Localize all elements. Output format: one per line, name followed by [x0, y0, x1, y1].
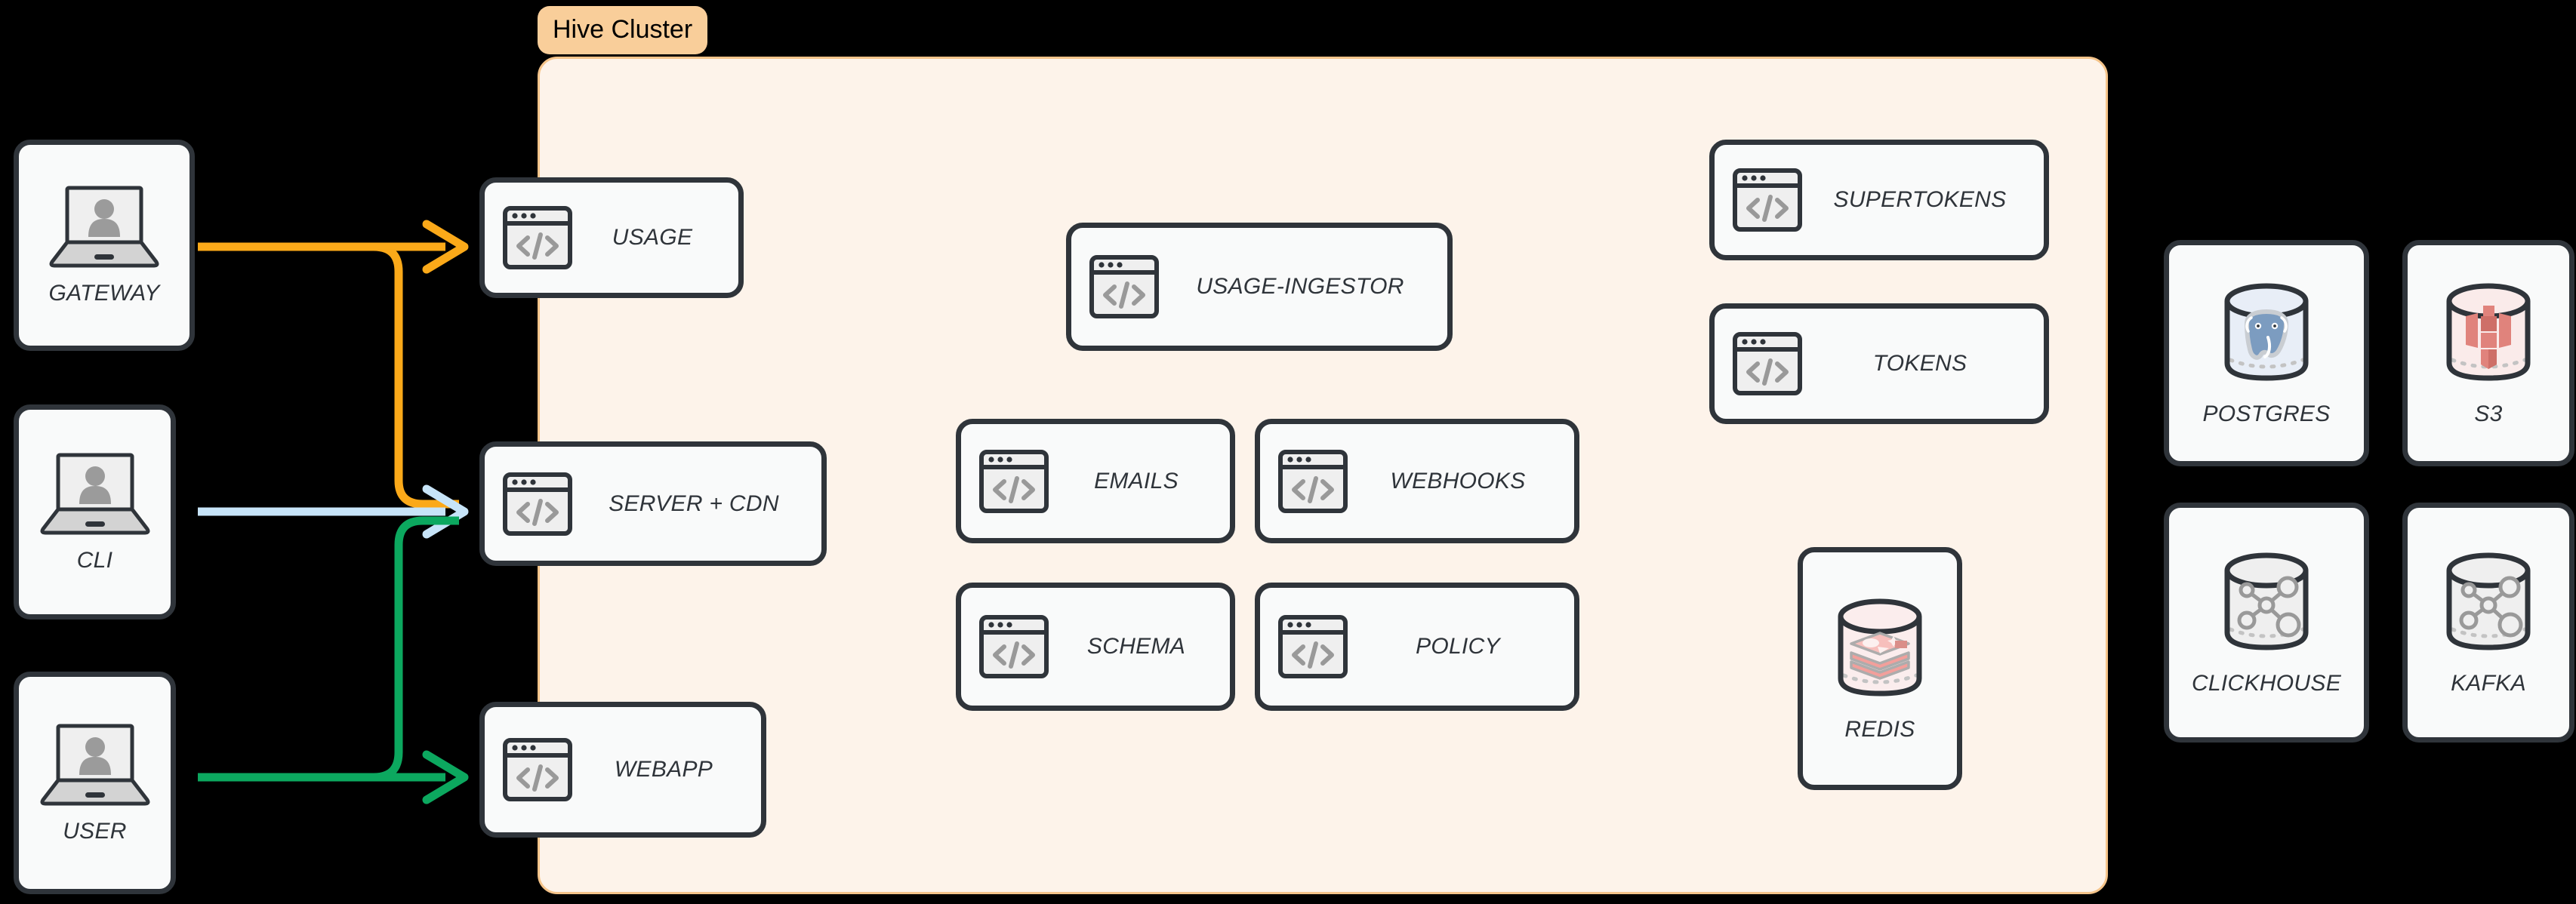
node-label: POLICY [1416, 634, 1500, 659]
code-window-icon [1278, 615, 1348, 678]
node-label: WEBHOOKS [1390, 468, 1526, 494]
node-label: S3 [2474, 401, 2503, 426]
node-supertokens[interactable]: SUPERTOKENS [1709, 140, 2049, 260]
node-s3[interactable]: S3 [2402, 240, 2574, 466]
node-clickhouse[interactable]: CLICKHOUSE [2164, 503, 2369, 743]
hive-cluster-label: Hive Cluster [538, 6, 708, 54]
node-policy[interactable]: POLICY [1255, 583, 1579, 711]
node-webapp[interactable]: WEBAPP [479, 702, 766, 838]
node-tokens[interactable]: TOKENS [1709, 303, 2049, 424]
node-gateway[interactable]: GATEWAY [14, 140, 195, 351]
code-window-icon [979, 449, 1049, 513]
node-label: REDIS [1844, 716, 1915, 742]
node-cli[interactable]: CLI [14, 404, 176, 620]
laptop-user-icon [40, 724, 149, 805]
arrowhead-user-to-webapp [422, 750, 469, 804]
redis-cylinder-icon [1838, 598, 1922, 696]
node-kafka[interactable]: KAFKA [2402, 503, 2574, 743]
node-usage-ingestor[interactable]: USAGE-INGESTOR [1066, 223, 1453, 351]
laptop-user-icon [49, 186, 159, 268]
postgres-cylinder-icon [2224, 283, 2309, 380]
node-label: USER [63, 818, 127, 844]
node-label: GATEWAY [48, 281, 160, 306]
node-label: SUPERTOKENS [1833, 187, 2007, 212]
node-label: KAFKA [2451, 670, 2526, 696]
code-window-icon [503, 472, 572, 536]
node-label: SERVER + CDN [609, 490, 779, 516]
node-label: WEBAPP [614, 757, 713, 782]
node-postgres[interactable]: POSTGRES [2164, 240, 2369, 466]
arrowhead-gateway-to-usage [422, 220, 469, 274]
node-label: TOKENS [1872, 351, 1967, 376]
node-label: CLI [76, 547, 113, 573]
laptop-user-icon [40, 453, 149, 534]
s3-cylinder-icon [2446, 283, 2531, 380]
node-label: EMAILS [1094, 468, 1179, 494]
node-emails[interactable]: EMAILS [956, 419, 1235, 543]
arrowhead-cli-to-server [422, 484, 469, 539]
code-window-icon [1733, 332, 1802, 395]
node-webhooks[interactable]: WEBHOOKS [1255, 419, 1579, 543]
node-user[interactable]: USER [14, 672, 176, 894]
code-window-icon [503, 206, 572, 269]
node-label: SCHEMA [1086, 634, 1186, 659]
code-window-icon [979, 615, 1049, 678]
wire-gateway-to-server [198, 242, 459, 509]
node-label: USAGE-INGESTOR [1196, 274, 1404, 299]
clickhouse-cylinder-icon [2224, 552, 2309, 650]
node-redis[interactable]: REDIS [1798, 547, 1962, 790]
code-window-icon [503, 738, 572, 801]
node-label: USAGE [612, 225, 693, 250]
node-label: POSTGRES [2202, 401, 2331, 426]
code-window-icon [1733, 168, 1802, 232]
node-server-cdn[interactable]: SERVER + CDN [479, 441, 827, 566]
node-usage[interactable]: USAGE [479, 177, 744, 298]
code-window-icon [1278, 449, 1348, 513]
node-schema[interactable]: SCHEMA [956, 583, 1235, 711]
code-window-icon [1089, 255, 1159, 318]
node-label: CLICKHOUSE [2191, 670, 2342, 696]
kafka-cylinder-icon [2446, 552, 2531, 650]
wire-user-to-server [198, 516, 459, 782]
